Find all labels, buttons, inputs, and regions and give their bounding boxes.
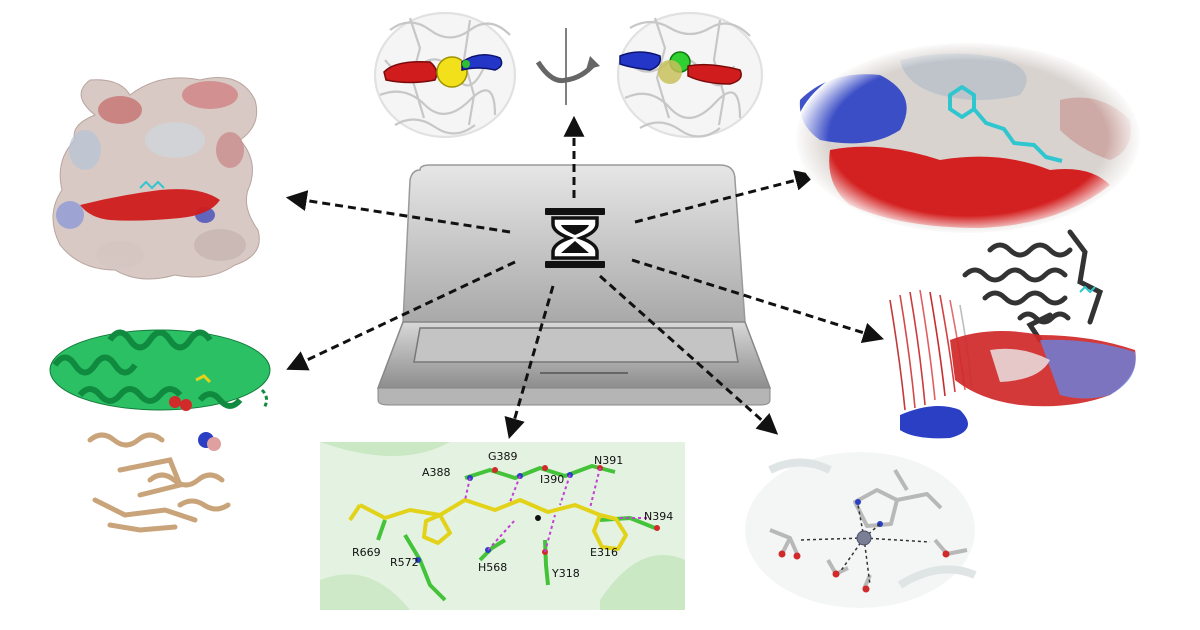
residue-label: R572 — [390, 556, 419, 569]
green-domain — [49, 329, 271, 411]
arrow-left-upper — [285, 190, 511, 234]
arrow-right-upper — [634, 170, 817, 224]
tunnel-blue-right — [619, 51, 662, 71]
tan-domain — [87, 432, 231, 533]
metal-ion — [856, 530, 872, 546]
arrow-right-lower — [631, 258, 885, 343]
hourglass-icon — [545, 208, 605, 268]
residue-label: H568 — [478, 561, 507, 574]
residue-label: I390 — [540, 473, 564, 486]
laptop-illustration — [376, 164, 772, 406]
residue-label: G389 — [488, 450, 518, 463]
surface-zoom-right — [794, 41, 1142, 235]
residue-label: N394 — [644, 510, 673, 523]
tunnel-yellow-sphere-right — [658, 60, 682, 84]
tunnel-red-right — [687, 63, 742, 85]
rotation-panel — [373, 11, 764, 139]
arrows — [285, 115, 885, 440]
residue-label: R669 — [352, 546, 381, 559]
residue-label: Y318 — [551, 567, 580, 580]
residue-label: N391 — [594, 454, 623, 467]
ensemble-panel — [889, 229, 1136, 439]
residue-label: A388 — [422, 466, 451, 479]
residue-label: E316 — [590, 546, 618, 559]
rotate-arrow-icon — [535, 28, 600, 105]
surface-protein-left — [52, 77, 260, 280]
arrow-bottom-right — [599, 274, 779, 435]
arrow-left-lower — [286, 260, 516, 371]
dark-protein-ribbon — [962, 229, 1104, 343]
interaction-diagram: A388 G389 N391 I390 N394 R669 R572 H568 … — [320, 442, 685, 610]
metal-site-panel — [745, 452, 977, 608]
cartoon-protein-left — [49, 329, 271, 533]
tunnel-yellow-sphere-left — [436, 56, 468, 88]
tunnel-blue-left — [461, 54, 503, 71]
